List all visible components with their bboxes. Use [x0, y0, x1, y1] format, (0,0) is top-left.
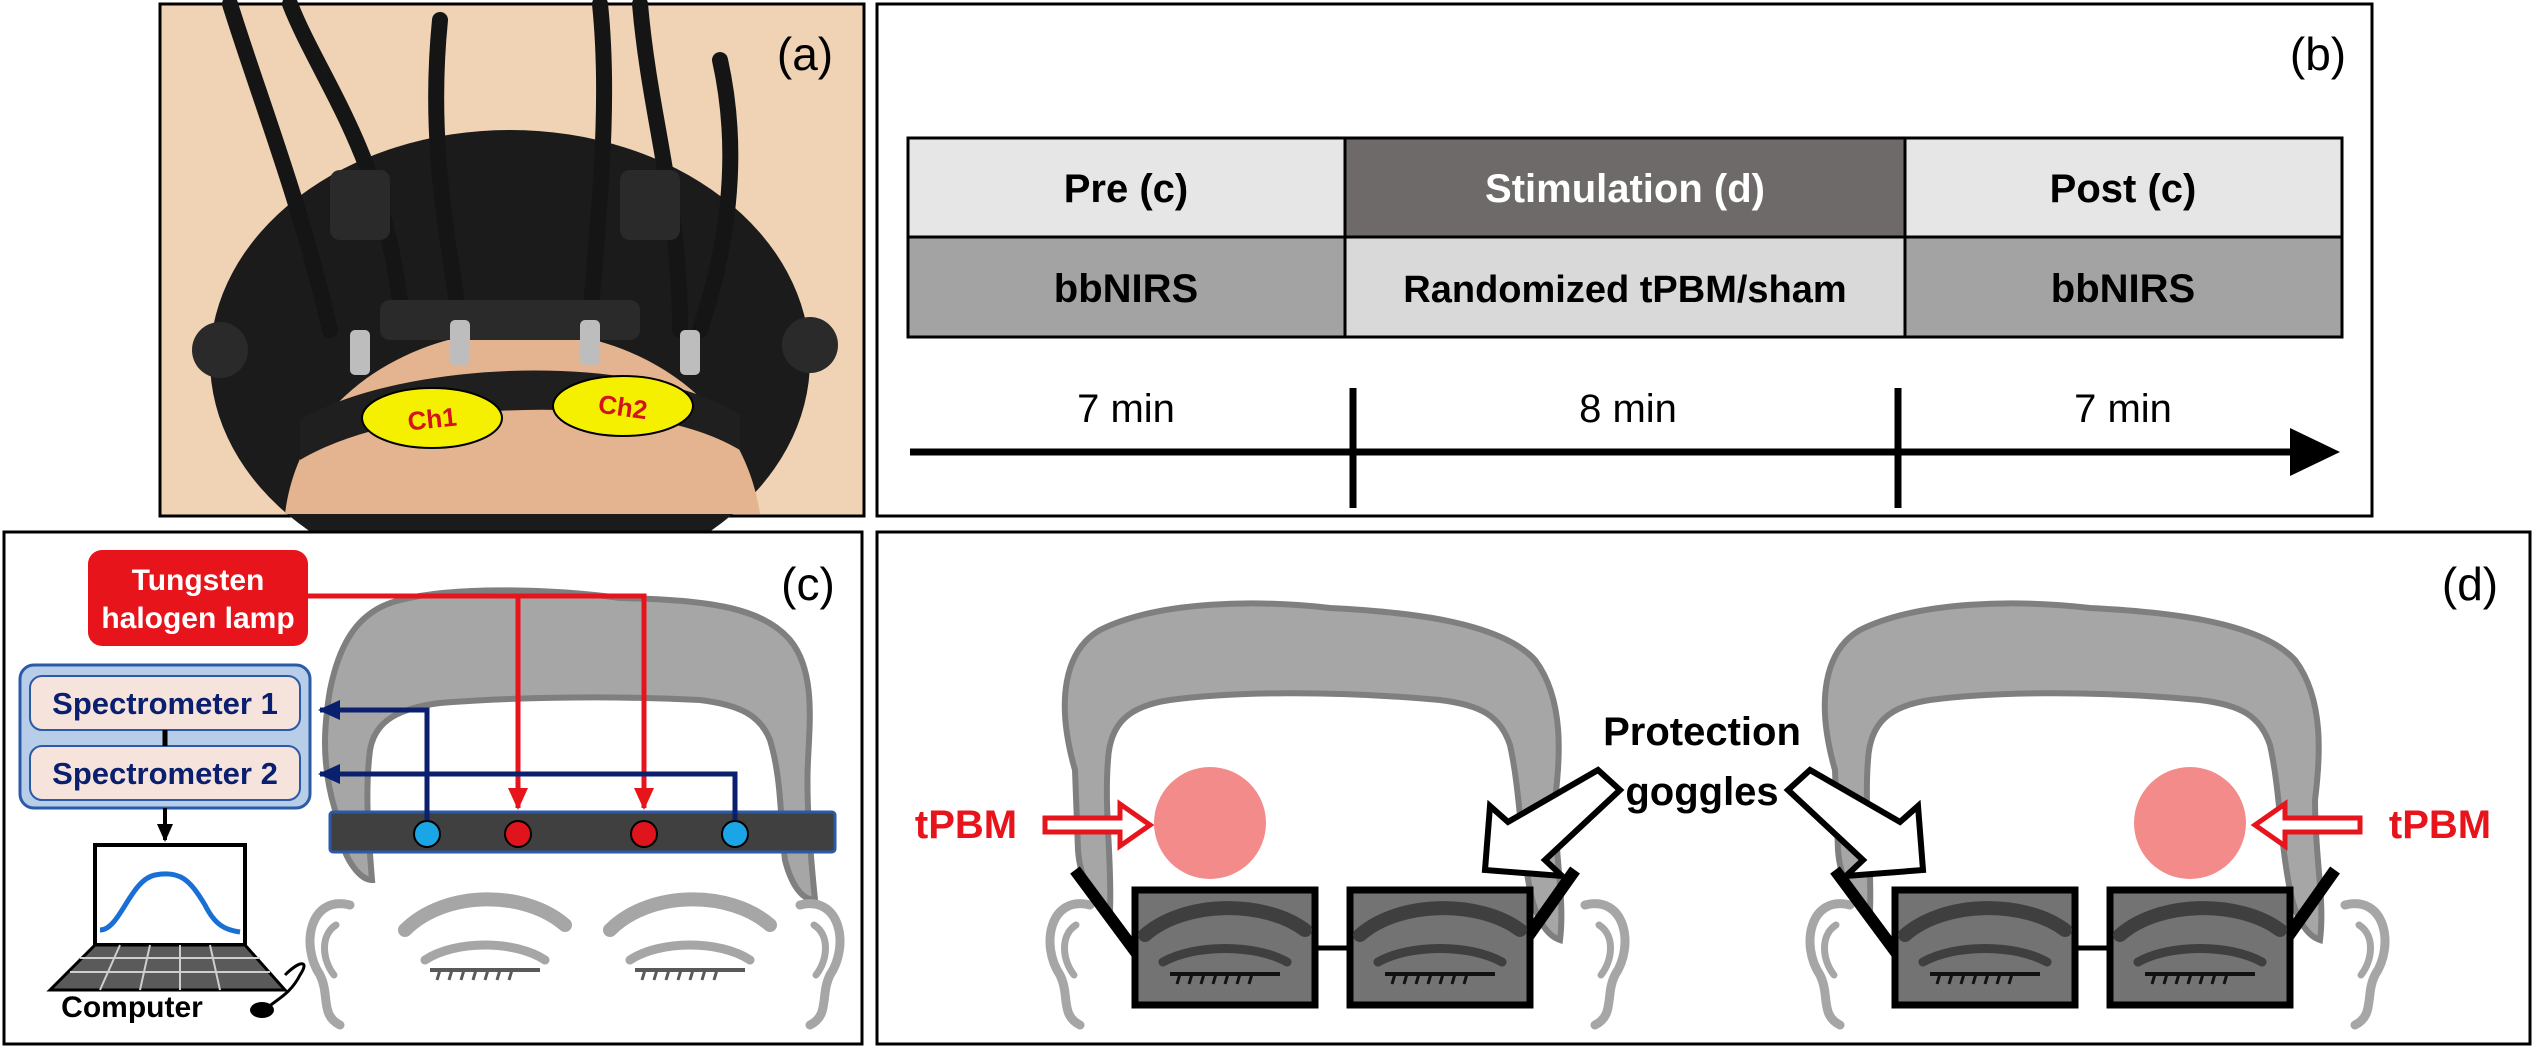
head-left	[1050, 600, 1625, 1025]
cell-post-title	[1903, 136, 2344, 239]
duration-pre: 7 min	[1077, 387, 1175, 431]
phase-pre-title: Pre (c)	[1064, 167, 1189, 211]
lamp-label-line1: Tungsten	[132, 564, 265, 597]
panel-d: (d)	[875, 530, 2532, 1046]
duration-stim: 8 min	[1579, 387, 1677, 431]
panel-a-label: (a)	[777, 28, 833, 80]
optical-cables	[222, 0, 739, 338]
detector-1	[413, 820, 441, 848]
source-fibers	[308, 593, 654, 810]
ch2-ellipse	[552, 375, 694, 437]
ch2-label: Ch2	[596, 389, 649, 426]
source-1	[504, 820, 532, 848]
goggles-arrow-left	[1481, 766, 1625, 880]
head-right	[1810, 600, 2385, 1025]
duration-post: 7 min	[2074, 387, 2172, 431]
lamp-box	[88, 550, 308, 646]
optode-tips	[350, 320, 700, 375]
ch1-label: Ch1	[406, 402, 458, 437]
cell-pre-method	[906, 235, 1347, 339]
timeline-arrowhead	[2290, 428, 2340, 476]
computer-label: Computer	[61, 991, 203, 1024]
lamp-label-line2: halogen lamp	[101, 602, 294, 635]
tpbm-spot-left	[1154, 767, 1266, 879]
tpbm-arrow-right	[2250, 799, 2363, 851]
protocol-table	[906, 136, 2344, 339]
computer-icon	[46, 843, 306, 1018]
panel-b: (b) Pre (c) Stimulation (d) Post (c) bbN…	[875, 2, 2374, 518]
goggles-label-line1: Protection	[1603, 710, 1801, 754]
probe-bar	[328, 810, 837, 854]
panel-d-label: (d)	[2442, 558, 2498, 610]
phase-stim-title: Stimulation (d)	[1485, 167, 1765, 211]
detector-2	[721, 820, 749, 848]
phase-pre-method: bbNIRS	[1054, 267, 1198, 311]
tpbm-label-right: tPBM	[2389, 803, 2491, 847]
tpbm-spot-right	[2134, 767, 2246, 879]
panel-c: (c) Tungsten halogen lamp Spectrometer 1…	[2, 530, 864, 1046]
phase-stim-method: Randomized tPBM/sham	[1403, 269, 1846, 311]
tpbm-arrow-left	[1042, 799, 1155, 851]
goggles-arrow-right	[1783, 766, 1927, 880]
panel-a: Ch1 Ch2 (a)	[158, 0, 866, 590]
detector-fibers	[318, 700, 738, 820]
cell-stim-method	[1343, 235, 1907, 339]
ch1-ellipse	[361, 387, 503, 449]
cell-post-method	[1903, 235, 2344, 339]
goggles-label-line2: goggles	[1625, 770, 1778, 814]
optode-holders	[192, 170, 838, 378]
phase-post-method: bbNIRS	[2051, 267, 2195, 311]
panel-c-label: (c)	[781, 558, 835, 610]
source-2	[630, 820, 658, 848]
spectrometer-2-label: Spectrometer 2	[52, 756, 278, 791]
panel-b-label: (b)	[2290, 28, 2346, 80]
phase-post-title: Post (c)	[2050, 167, 2197, 211]
spectrometer-1-label: Spectrometer 1	[52, 686, 278, 721]
tpbm-label-left: tPBM	[915, 803, 1017, 847]
